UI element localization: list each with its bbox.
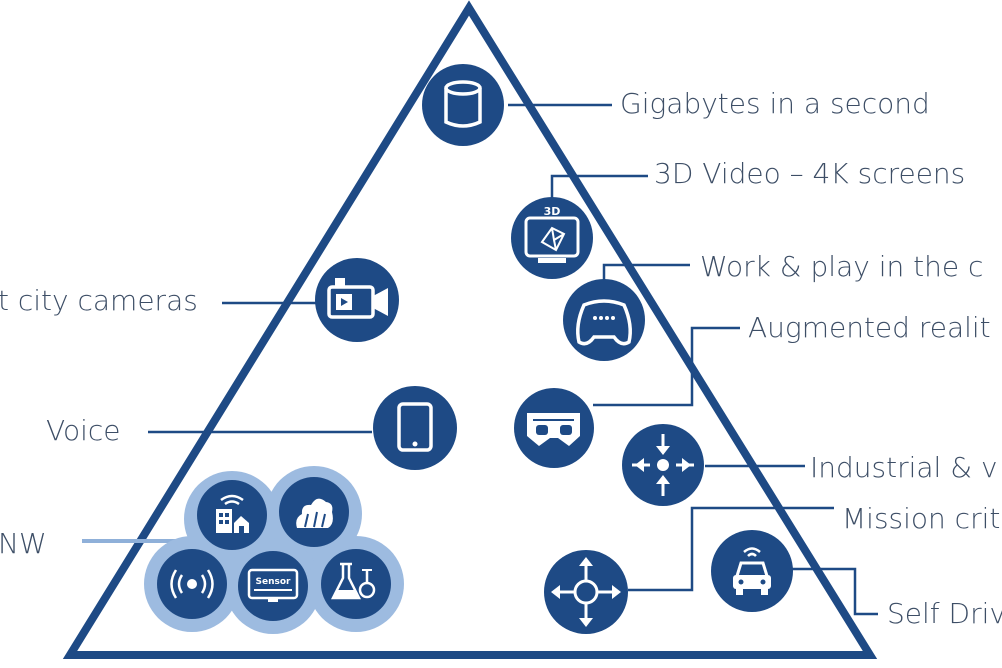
label-smart-city: t city cameras bbox=[0, 284, 198, 317]
label-augmented: Augmented realit bbox=[748, 311, 991, 344]
pyramid-outline bbox=[62, 0, 878, 659]
label-nw: NW bbox=[0, 527, 47, 560]
tablet-icon bbox=[373, 386, 457, 470]
arrows-converge-icon bbox=[622, 424, 704, 506]
gamepad-icon bbox=[563, 279, 645, 361]
camera-icon bbox=[315, 258, 399, 342]
connector-lines bbox=[82, 103, 878, 616]
arrows-diverge-icon bbox=[544, 550, 628, 634]
label-3d-video: 3D Video – 4K screens bbox=[654, 157, 966, 190]
label-work-play: Work & play in the c bbox=[700, 250, 984, 283]
label-gigabytes: Gigabytes in a second bbox=[620, 87, 930, 120]
car-icon bbox=[711, 530, 793, 612]
label-voice: Voice bbox=[46, 414, 121, 447]
flask-icon bbox=[321, 549, 391, 619]
weather-icon bbox=[279, 477, 349, 547]
sensor-icon: Sensor bbox=[238, 551, 308, 621]
3d-monitor-icon: 3D bbox=[511, 197, 593, 279]
badge-sensor: Sensor bbox=[256, 577, 292, 587]
label-industrial: Industrial & v bbox=[810, 451, 998, 484]
label-mission: Mission crit bbox=[842, 502, 1001, 535]
database-icon bbox=[422, 64, 504, 146]
label-self-driving: Self Driv bbox=[887, 597, 1002, 630]
signal-icon bbox=[157, 549, 227, 619]
badge-3d: 3D bbox=[544, 205, 561, 218]
vr-headset-icon bbox=[514, 388, 594, 468]
smart-home-icon bbox=[197, 480, 267, 550]
